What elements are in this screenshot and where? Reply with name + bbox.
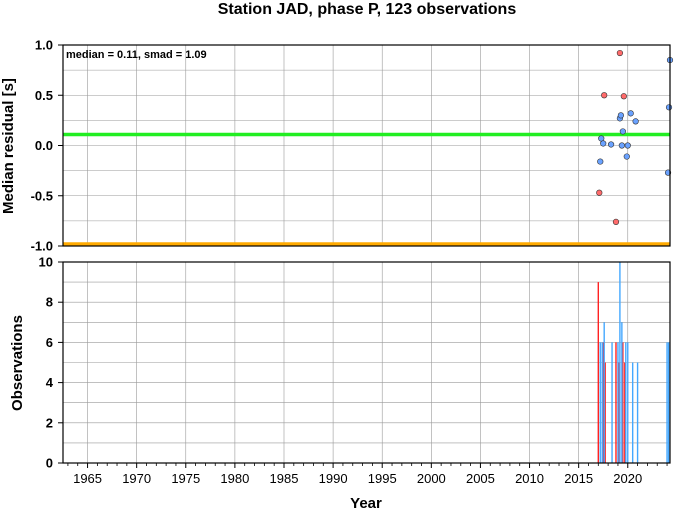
chart-title: Station JAD, phase P, 123 observations [218,1,517,18]
observation-bar [621,322,623,463]
residual-point [624,142,631,149]
residual-point [597,158,604,165]
y-tick-label: -0.5 [31,188,53,203]
observation-bar [618,362,620,463]
y-tick-label: 0.5 [35,88,53,103]
x-tick-label: 2000 [417,471,446,486]
observation-bar [625,342,627,463]
y-tick-label: 8 [46,295,53,310]
y-tick-label: 10 [39,255,53,270]
bottom-y-tick-labels: 0 2 4 6 8 10 [39,255,63,471]
x-tick-label: 1980 [220,471,249,486]
x-tick-label: 1975 [171,471,200,486]
x-tick-label: 1985 [270,471,299,486]
residual-point [620,93,627,100]
observation-bar [599,342,601,463]
x-tick-label: 1995 [368,471,397,486]
residual-points [596,49,674,225]
residual-point [623,153,630,160]
bottom-panel-grid [63,262,670,463]
median-annotation: median = 0.11, smad = 1.09 [66,49,207,61]
y-tick-label: 2 [46,415,53,430]
observation-bar [627,342,629,463]
y-tick-label: 0.0 [35,138,53,153]
x-tick-label: 2020 [613,471,642,486]
residual-point [665,104,673,111]
residual-point [616,49,624,57]
observation-bar [597,282,599,463]
residual-point [607,141,615,148]
observation-bar [622,342,624,463]
x-tick-labels: 1965 1970 1975 1980 1985 1990 1995 2000 2005 2010… [67,463,668,486]
x-tick-label: 1990 [319,471,348,486]
x-tick-label: 2010 [515,471,544,486]
bottom-y-axis-label: Observations [9,315,26,411]
y-tick-label: -1.0 [31,239,53,254]
residual-point [627,110,634,117]
x-tick-label: 1970 [122,471,151,486]
observation-bar [601,342,603,463]
observation-bar [619,262,621,463]
x-tick-label: 2015 [564,471,593,486]
y-tick-label: 6 [46,335,53,350]
observation-bar [611,342,613,463]
y-tick-label: 1.0 [35,38,53,53]
observation-bar [602,342,604,463]
observation-bar [615,342,617,463]
x-axis-label: Year [350,495,382,511]
bottom-panel-frame [62,261,671,464]
top-y-tick-labels: -1.0 -0.5 0.0 0.5 1.0 [31,38,63,254]
observation-bars [597,262,670,463]
residual-point [619,128,626,135]
residual-point [601,92,608,99]
y-tick-label: 0 [46,456,53,471]
top-panel-grid [63,45,670,246]
x-tick-label: 1965 [73,471,102,486]
observation-bar [666,342,668,463]
observation-bar [636,362,639,463]
y-tick-label: 4 [46,375,54,390]
observation-bar [604,362,606,463]
x-tick-label: 2005 [466,471,495,486]
reference-lines [63,132,670,246]
residual-point [618,142,625,149]
observation-bar [667,342,670,463]
residual-point [596,189,603,196]
residual-point [632,118,639,125]
observation-bar [617,342,619,463]
observation-bar [624,362,626,463]
top-y-axis-label: Median residual [s] [0,78,17,214]
residual-point [617,112,624,119]
observation-bar [603,322,605,463]
observation-bar [631,362,634,463]
residual-point [612,218,620,225]
residual-point [600,140,607,147]
